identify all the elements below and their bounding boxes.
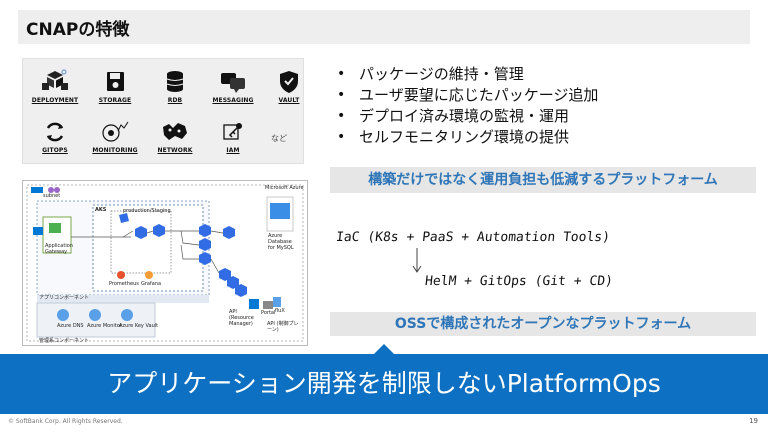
title-bar: CNAPの特徴 <box>18 10 750 44</box>
azure-keyvault-label: Azure Key Vault <box>119 323 159 329</box>
down-arrow-icon <box>412 248 422 273</box>
list-item: ユーザ要望に応じたパッケージ追加 <box>335 85 755 106</box>
architecture-diagram-graphics <box>26 184 304 342</box>
messaging-icon <box>221 73 245 93</box>
app-component-label: アプリコンポーネント <box>39 295 90 301</box>
etc-label: など <box>271 134 287 143</box>
iam-item: IAM <box>203 115 263 163</box>
rdb-icon <box>166 71 184 92</box>
namespace-label: production/Staging <box>123 208 171 214</box>
monitoring-item: MONITORING <box>85 115 145 163</box>
network-label: NETWORK <box>157 147 193 154</box>
list-item: パッケージの維持・管理 <box>335 64 755 85</box>
flux-label: fluX <box>275 308 285 314</box>
tagline-notch <box>372 344 396 356</box>
app-gateway-label: Application Gateway <box>45 243 73 255</box>
storage-item: STORAGE <box>85 65 145 113</box>
azure-dns-label: Azure DNS <box>57 323 84 329</box>
iam-icon <box>223 123 242 140</box>
monitoring-label: MONITORING <box>92 147 138 154</box>
network-item: NETWORK <box>145 115 205 163</box>
tagline-text: アプリケーション開発を制限しないPlatformOps <box>107 369 661 398</box>
feature-list: パッケージの維持・管理 ユーザ要望に応じたパッケージ追加 デプロイ済み環境の監視… <box>335 64 755 148</box>
page-number: 19 <box>749 417 758 425</box>
copyright-text: © SoftBank Corp. All Rights Reserved. <box>8 418 123 425</box>
messaging-item: MESSAGING <box>203 65 263 113</box>
oss-banner: OSSで構成されたオープンなプラットフォーム <box>330 312 756 336</box>
gitops-label: GITOPS <box>42 147 68 154</box>
gitops-item: GITOPS <box>25 115 85 163</box>
list-item: デプロイ済み環境の監視・運用 <box>335 106 755 127</box>
deployment-icon <box>42 69 68 90</box>
api-resource-manager-label: API (Resource Manager) <box>229 309 254 327</box>
vault-icon <box>280 71 298 93</box>
monitoring-icon <box>102 121 129 142</box>
handwritten-iac-note: IaC (K8s + PaaS + Automation Tools) <box>335 230 611 245</box>
handwritten-helm-note: HelM + GitOps (Git + CD) <box>424 274 614 289</box>
mysql-label: Azure Database for MySQL <box>268 233 294 251</box>
vault-label: VAULT <box>278 97 300 104</box>
vault-item: VAULT <box>259 65 319 113</box>
prometheus-label: Prometheus <box>109 281 139 287</box>
grafana-label: Grafana <box>141 281 162 287</box>
api-control-plane-label: API (制御プレーン) <box>267 321 299 333</box>
azure-label: Microsoft Azure <box>265 185 304 191</box>
azure-monitor-label: Azure Monitor <box>87 323 122 329</box>
tagline-bar <box>0 354 768 414</box>
page-title: CNAPの特徴 <box>26 20 130 40</box>
portal-label: Portal <box>261 310 276 316</box>
subnet-label: subnet <box>43 193 61 199</box>
gitops-icon <box>46 122 64 142</box>
list-item: セルフモニタリング環境の提供 <box>335 127 755 148</box>
deployment-item: DEPLOYMENT <box>25 65 85 113</box>
feature-icon-panel: DEPLOYMENT STORAGE RDB MESSAGING VAULT G… <box>22 58 304 164</box>
messaging-label: MESSAGING <box>212 97 254 104</box>
mgmt-component-label: 管理系コンポーネント <box>39 338 90 344</box>
ops-banner: 構築だけではなく運用負担も低減するプラットフォーム <box>330 167 756 193</box>
rdb-label: RDB <box>167 97 183 104</box>
rdb-item: RDB <box>145 65 205 113</box>
network-icon <box>163 123 187 140</box>
architecture-diagram: subnet Microsoft Azure AKS production/St… <box>22 180 308 346</box>
storage-icon <box>107 72 124 91</box>
aks-label: AKS <box>95 207 107 213</box>
iam-label: IAM <box>226 147 240 154</box>
storage-label: STORAGE <box>98 97 132 104</box>
deployment-label: DEPLOYMENT <box>31 97 79 104</box>
